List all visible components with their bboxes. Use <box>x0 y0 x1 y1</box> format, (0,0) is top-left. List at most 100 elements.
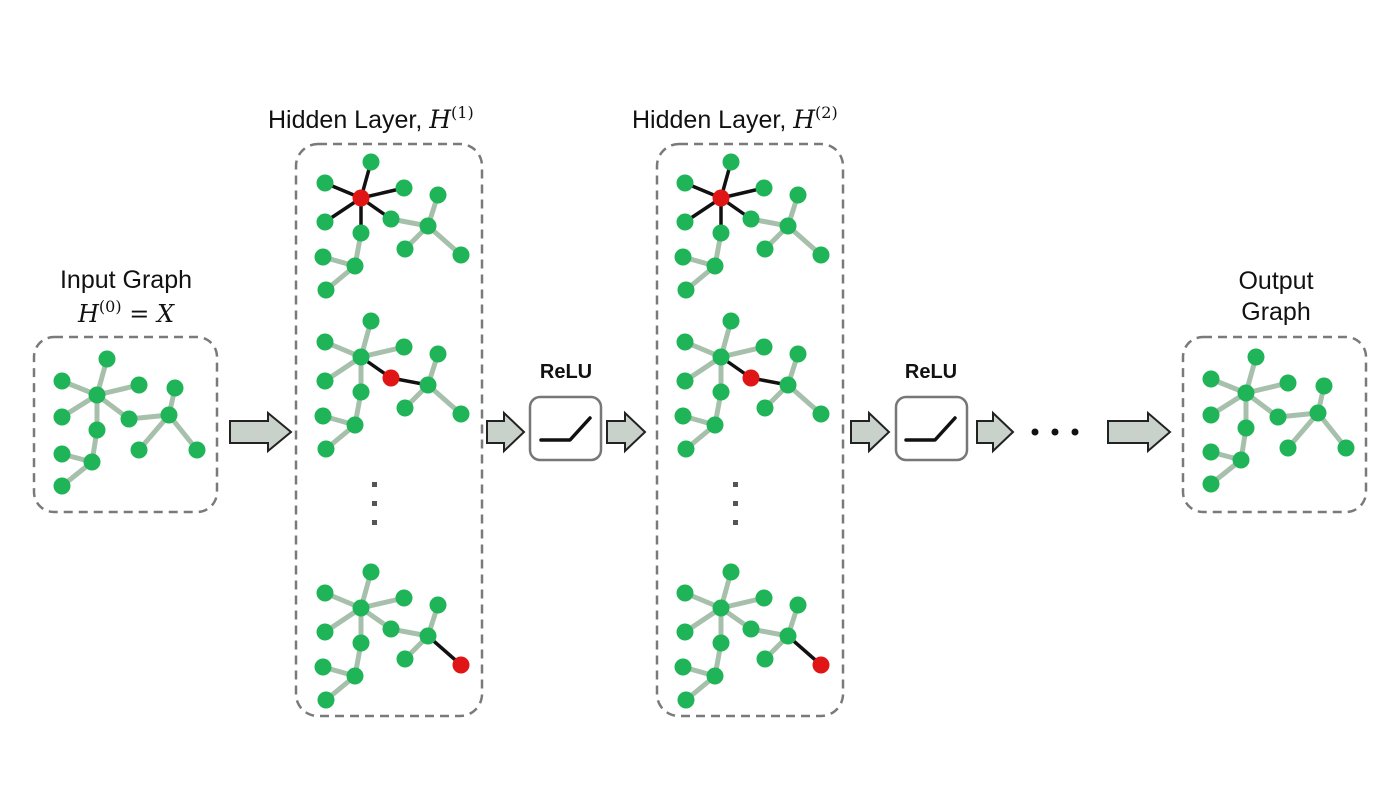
graph-node <box>53 477 71 495</box>
hidden-layer-1-title: Hidden Layer, H(1) <box>268 103 474 134</box>
graph-node <box>789 596 807 614</box>
graph-node <box>676 174 694 192</box>
graph-node <box>419 376 437 394</box>
relu-block-1: ReLU <box>528 361 603 462</box>
graph-node <box>779 217 797 235</box>
graph-node <box>1269 408 1287 426</box>
graph-node <box>706 667 724 685</box>
graph-node <box>706 416 724 434</box>
graph-node <box>419 217 437 235</box>
ellipsis-dot <box>372 520 377 525</box>
graph-node <box>53 372 71 390</box>
graph-node <box>53 408 71 426</box>
graph-node <box>677 440 695 458</box>
graph-node <box>706 257 724 275</box>
hidden-layer-1-graph-a <box>314 153 470 299</box>
graph-node <box>674 658 692 676</box>
graph-node <box>130 441 148 459</box>
graph-node <box>396 650 414 668</box>
graph-node <box>88 386 106 404</box>
graph-node <box>53 445 71 463</box>
ellipsis-dot <box>733 482 738 487</box>
hidden-layer-2-vertical-ellipsis <box>733 482 738 525</box>
ellipsis-dot <box>1071 428 1079 436</box>
graph-node <box>676 213 694 231</box>
output-graph-box <box>1181 335 1368 514</box>
graph-node <box>160 406 178 424</box>
graph-node <box>742 620 760 638</box>
graph-node <box>1237 384 1255 402</box>
graph-node <box>314 407 332 425</box>
graph-node <box>166 379 184 397</box>
hidden-layer-1-title-text: Hidden Layer, H(1) <box>268 103 474 134</box>
graph-node <box>395 589 413 607</box>
graph-node <box>674 407 692 425</box>
hidden-layer-1-box <box>294 142 484 718</box>
ellipsis-dot <box>1051 428 1059 436</box>
input-formula-sup: (0) <box>99 297 122 316</box>
graph-node <box>429 186 447 204</box>
graph-node <box>812 405 830 423</box>
graph-node <box>674 248 692 266</box>
graph-node <box>352 348 370 366</box>
input-formula-base: H <box>77 300 100 328</box>
hidden-layer-2-title-text: Hidden Layer, H(2) <box>632 103 838 134</box>
graph-node <box>352 383 370 401</box>
graph-node <box>395 179 413 197</box>
graph-node <box>314 248 332 266</box>
hidden-layer-1-vertical-ellipsis <box>372 482 377 525</box>
graph-node <box>676 623 694 641</box>
horizontal-ellipsis <box>1031 428 1079 436</box>
graph-node <box>1237 419 1255 437</box>
graph-node <box>188 441 206 459</box>
ellipsis-dot <box>733 501 738 506</box>
graph-node <box>316 623 334 641</box>
hidden-layer-2-box <box>655 142 845 718</box>
graph-node <box>382 620 400 638</box>
graph-node <box>362 563 380 581</box>
graph-node <box>317 440 335 458</box>
hidden-layer-2-math-sup: (2) <box>815 103 838 122</box>
graph-node <box>722 153 740 171</box>
input-graph-formula: H(0) = X <box>77 297 175 328</box>
graph-node <box>98 350 116 368</box>
graph-node <box>429 345 447 363</box>
graph-node <box>346 667 364 685</box>
graph-node <box>722 563 740 581</box>
graph-node <box>346 257 364 275</box>
relu-icon-2 <box>904 416 957 442</box>
arrow-hidden1-to-relu1 <box>486 410 526 454</box>
hidden-layer-1-graph-c <box>314 563 470 709</box>
hidden-layer-2-graph-a <box>674 153 830 299</box>
graph-node <box>362 312 380 330</box>
graph-node <box>722 312 740 330</box>
input-graph <box>53 350 206 495</box>
graph-node <box>712 383 730 401</box>
graph-node <box>779 376 797 394</box>
graph-node <box>676 333 694 351</box>
graph-node <box>1202 475 1220 493</box>
graph-node <box>346 416 364 434</box>
relu-block-2: ReLU <box>894 361 969 462</box>
graph-node <box>755 589 773 607</box>
graph-node <box>1315 377 1333 395</box>
ellipsis-dot <box>733 520 738 525</box>
hidden-layer-2-graph-b <box>674 312 830 458</box>
graph-node <box>756 650 774 668</box>
graph-node <box>712 599 730 617</box>
hidden-layer-2-title: Hidden Layer, H(2) <box>632 103 838 134</box>
graph-node <box>712 348 730 366</box>
relu-label-2: ReLU <box>905 361 957 383</box>
hidden-layer-1-math-sup: (1) <box>451 103 474 122</box>
graph-node <box>316 584 334 602</box>
output-graph-title-line2: Graph <box>1241 298 1310 326</box>
graph-node <box>712 634 730 652</box>
graph-node <box>755 338 773 356</box>
graph-node <box>1247 348 1265 366</box>
graph-node <box>742 210 760 228</box>
highlighted-node <box>452 656 470 674</box>
graph-node <box>317 281 335 299</box>
graph-node <box>789 186 807 204</box>
graph-node <box>120 410 138 428</box>
relu-icon-1 <box>539 416 592 442</box>
